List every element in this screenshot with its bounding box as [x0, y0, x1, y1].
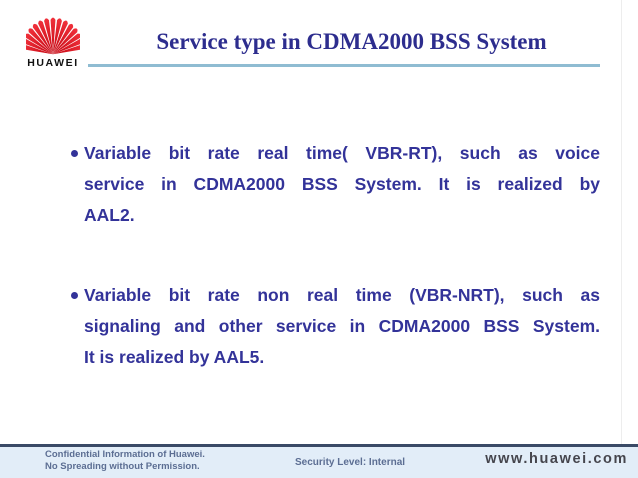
page-title: Service type in CDMA2000 BSS System: [156, 29, 547, 54]
bullet-vbr-nrt: Variable bit rate non real time (VBR-NRT…: [71, 280, 600, 373]
huawei-logo: HUAWEI: [22, 12, 84, 69]
huawei-website-text: www.huawei.com: [485, 451, 628, 467]
title-underline: [88, 64, 600, 67]
confidential-line-2: No Spreading without Permission.: [45, 461, 200, 472]
bullet-text: Variable bit rate real time( VBR-RT), su…: [84, 138, 600, 231]
page-edge-divider: [621, 0, 622, 446]
bullet-line: service in CDMA2000 BSS System. It is re…: [84, 174, 600, 194]
bullet-line: It is realized by AAL5.: [84, 347, 265, 367]
bullet-text: Variable bit rate non real time (VBR-NRT…: [84, 280, 600, 373]
bullet-vbr-rt: Variable bit rate real time( VBR-RT), su…: [71, 138, 600, 231]
security-level-label: Security Level: Internal: [295, 457, 406, 468]
confidential-notice: Confidential Information of Huawei. No S…: [45, 449, 205, 473]
bullet-dot-icon: [71, 292, 78, 299]
huawei-fan-icon: [26, 17, 80, 55]
huawei-logo-wordmark: HUAWEI: [27, 57, 79, 69]
bullet-dot-icon: [71, 150, 78, 157]
footer-background: [0, 447, 638, 478]
bullet-line: signaling and other service in CDMA2000 …: [84, 316, 600, 336]
confidential-line-1: Confidential Information of Huawei.: [45, 449, 205, 460]
footer-divider: [0, 444, 638, 447]
bullet-line: Variable bit rate real time( VBR-RT), su…: [84, 143, 600, 163]
bullet-line: AAL2.: [84, 205, 135, 225]
bullet-line: Variable bit rate non real time (VBR-NRT…: [84, 285, 600, 305]
